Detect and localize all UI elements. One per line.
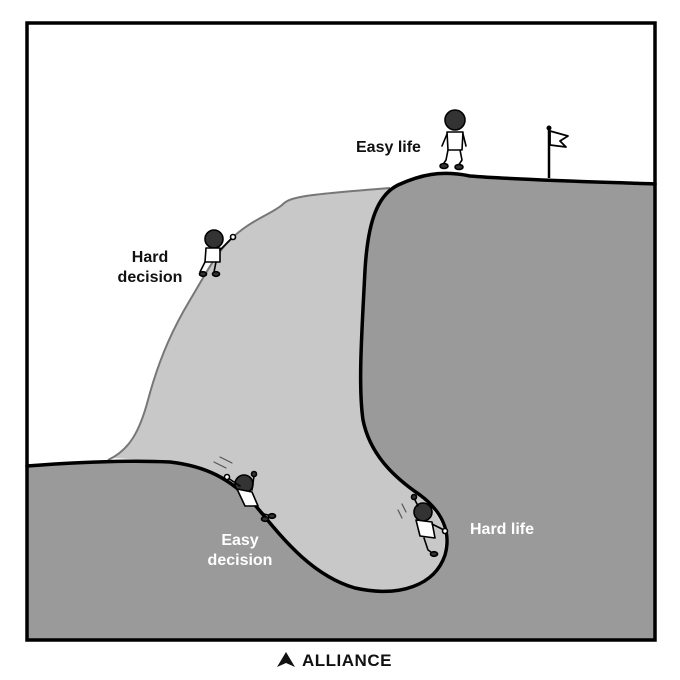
easy-life-label: Easy life	[356, 139, 421, 156]
brand-logo: ALLIANCE	[277, 651, 392, 670]
triangle-logo-icon	[277, 652, 295, 667]
easy-route-outline	[107, 187, 391, 461]
easy-decision-label-line1: Easy	[221, 532, 258, 549]
flag-icon	[546, 125, 569, 178]
panel-border	[25, 21, 657, 642]
hard-decision-label-line2: decision	[118, 269, 183, 286]
climbing-person-icon	[198, 229, 237, 278]
hard-decision-label-line1: Hard	[132, 249, 168, 266]
brand-name: ALLIANCE	[302, 651, 392, 670]
walking-person-icon	[439, 109, 467, 171]
ground-outline	[25, 171, 657, 593]
dark-ground	[27, 173, 655, 640]
hard-life-label: Hard life	[470, 521, 534, 538]
sliding-person-icon	[213, 456, 277, 523]
easy-route-slope	[112, 188, 445, 591]
struggling-person-icon	[397, 493, 449, 558]
easy-decision-label-line2: decision	[208, 552, 273, 569]
